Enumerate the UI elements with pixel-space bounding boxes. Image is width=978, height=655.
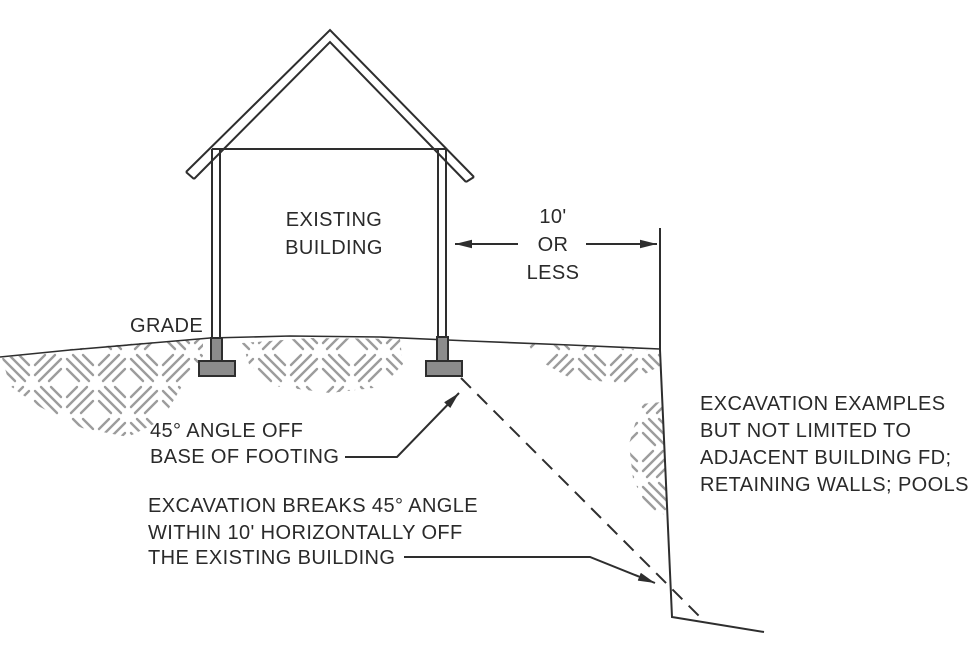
excavation-note-leader <box>404 556 656 584</box>
examples-note-line1: EXCAVATION EXAMPLES <box>700 393 945 415</box>
right-wall <box>437 149 447 339</box>
right-footing <box>425 336 463 377</box>
grade-label: GRADE <box>130 315 203 337</box>
ground-hatch-right-of-building <box>528 344 660 384</box>
examples-note: EXCAVATION EXAMPLES BUT NOT LIMITED TO A… <box>700 393 969 496</box>
ground-hatch-under-building <box>242 338 403 393</box>
examples-note-line4: RETAINING WALLS; POOLS <box>700 474 969 496</box>
building-label-line1: EXISTING <box>286 209 383 231</box>
excavation-note: EXCAVATION BREAKS 45° ANGLE WITHIN 10' H… <box>148 495 656 584</box>
excavation-cut <box>460 349 765 633</box>
examples-note-line2: BUT NOT LIMITED TO <box>700 420 911 442</box>
excavation-note-line1: EXCAVATION BREAKS 45° ANGLE <box>148 495 478 517</box>
examples-note-line3: ADJACENT BUILDING FD; <box>700 447 951 469</box>
ground-hatch-left <box>2 339 203 437</box>
dimension-10ft-or-less: 10' OR LESS <box>455 206 661 350</box>
footing-note-line1: 45° ANGLE OFF <box>150 420 303 442</box>
dimension-label-line3: LESS <box>527 262 580 284</box>
excavation-note-line3: THE EXISTING BUILDING <box>148 547 395 569</box>
ground-hatch <box>2 338 667 515</box>
roof-outline <box>185 28 475 183</box>
left-wall <box>211 149 221 339</box>
ground-hatch-at-cut-face <box>629 402 667 515</box>
left-footing <box>198 337 236 377</box>
forty-five-degree-dashed-line <box>460 377 702 619</box>
grade-line <box>0 335 661 358</box>
footing-note-leader <box>345 392 460 458</box>
existing-building: EXISTING BUILDING <box>185 28 475 377</box>
footing-note-line2: BASE OF FOOTING <box>150 446 339 468</box>
footing-note: 45° ANGLE OFF BASE OF FOOTING <box>150 392 460 468</box>
excavation-cut-line <box>659 349 765 633</box>
excavation-note-line2: WITHIN 10' HORIZONTALLY OFF <box>148 522 463 544</box>
dimension-label-line2: OR <box>538 234 569 256</box>
building-label-line2: BUILDING <box>285 237 383 259</box>
dimension-label-line1: 10' <box>539 206 566 228</box>
